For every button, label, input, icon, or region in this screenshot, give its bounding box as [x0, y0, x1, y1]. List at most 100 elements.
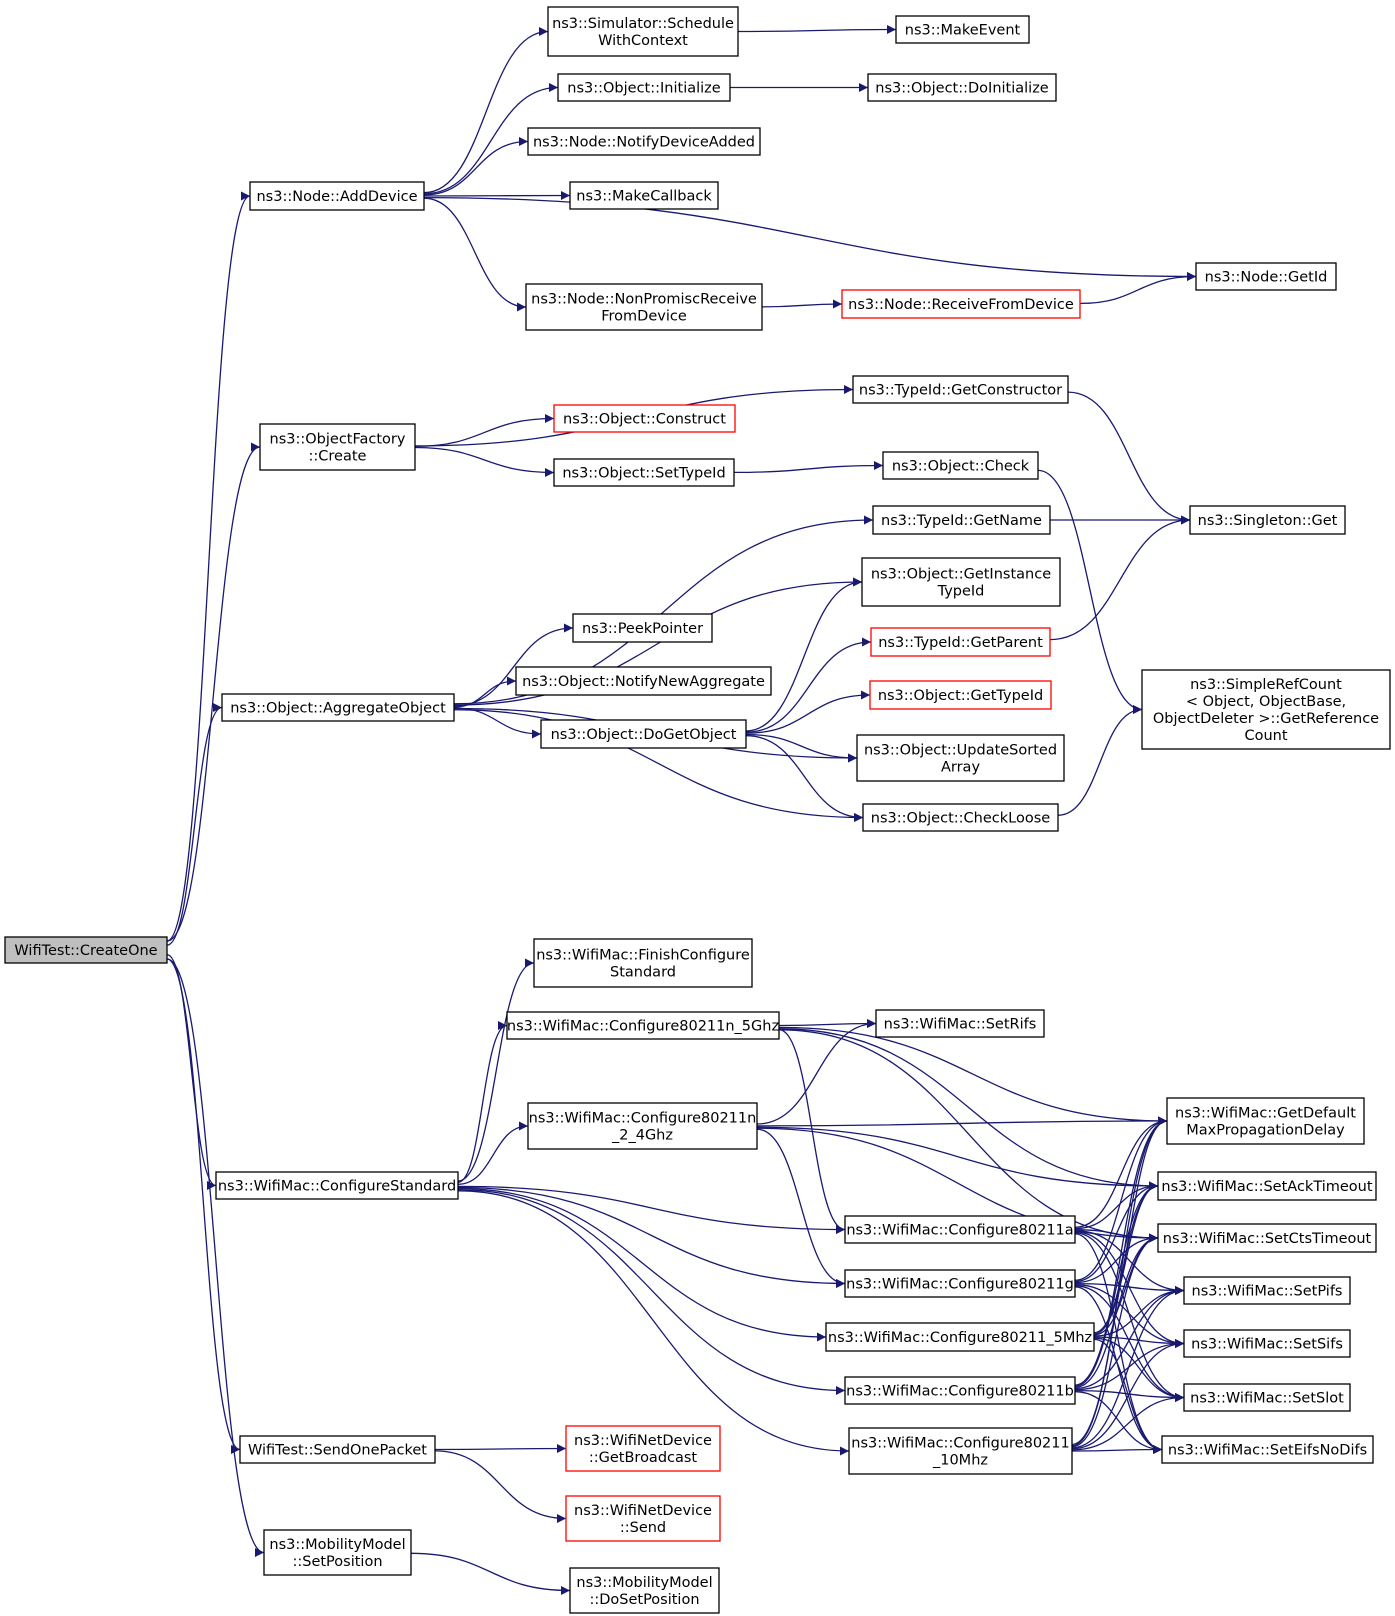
edge-cfgG-to-setSifs: [1074, 1284, 1185, 1348]
node-label-wndSend: ::Send: [620, 1520, 666, 1536]
node-label-objGetTypeId: ns3::Object::GetTypeId: [878, 688, 1043, 704]
node-notifyNewAgg[interactable]: ns3::Object::NotifyNewAggregate: [515, 666, 772, 696]
node-box-cfgStd: [215, 1171, 459, 1200]
node-getId[interactable]: ns3::Node::GetId: [1195, 262, 1337, 291]
node-aggObj[interactable]: ns3::Object::AggregateObject: [221, 693, 455, 722]
node-recvFromDev[interactable]: ns3::Node::ReceiveFromDevice: [841, 289, 1081, 319]
edge-cfg10M-to-setCts: [1071, 1233, 1159, 1448]
node-cfgA[interactable]: ns3::WifiMac::Configure80211a: [844, 1215, 1076, 1244]
node-label-getBcast: ::GetBroadcast: [589, 1450, 698, 1466]
node-notifyDev[interactable]: ns3::Node::NotifyDeviceAdded: [527, 127, 761, 156]
node-refCount[interactable]: ns3::SimpleRefCount< Object, ObjectBase,…: [1141, 669, 1391, 750]
node-makeCb[interactable]: ns3::MakeCallback: [569, 181, 719, 210]
node-makeEvent[interactable]: ns3::MakeEvent: [895, 15, 1030, 44]
node-box-setCts: [1157, 1223, 1377, 1253]
edge-cfgB-to-setEifs: [1074, 1391, 1163, 1454]
node-getBcast[interactable]: ns3::WifiNetDevice::GetBroadcast: [565, 1425, 721, 1472]
node-root[interactable]: WifiTest::CreateOne: [4, 936, 168, 964]
node-box-recvFromDev: [841, 289, 1081, 319]
edge-recvFromDev-to-getId: [1079, 272, 1197, 305]
node-setSifs[interactable]: ns3::WifiMac::SetSifs: [1183, 1329, 1351, 1358]
edge-aggObj-to-checkLoose: [453, 709, 864, 822]
node-peekPtr[interactable]: ns3::PeekPointer: [572, 613, 713, 643]
node-label-notifyDev: ns3::Node::NotifyDeviceAdded: [533, 134, 755, 150]
node-objGetTypeId[interactable]: ns3::Object::GetTypeId: [869, 680, 1052, 710]
node-objCheck[interactable]: ns3::Object::Check: [882, 451, 1039, 480]
node-objDoInit[interactable]: ns3::Object::DoInitialize: [867, 73, 1057, 102]
node-mmDoSetPos[interactable]: ns3::MobilityModel::DoSetPosition: [569, 1567, 720, 1614]
edge-cfgN5-to-setAck: [778, 1028, 1159, 1191]
node-box-objInit: [557, 73, 731, 102]
node-typeGetName[interactable]: ns3::TypeId::GetName: [872, 505, 1051, 535]
node-label-cfgN24: ns3::WifiMac::Configure80211n: [529, 1110, 757, 1126]
node-box-makeCb: [569, 181, 719, 210]
edge-root-to-aggObj: [166, 703, 223, 946]
node-cfg10M[interactable]: ns3::WifiMac::Configure80211_10Mhz: [848, 1427, 1073, 1475]
node-box-ofCreate: [259, 423, 416, 471]
node-getDefMaxProp[interactable]: ns3::WifiMac::GetDefaultMaxPropagationDe…: [1166, 1097, 1365, 1145]
node-singletonGet[interactable]: ns3::Singleton::Get: [1189, 505, 1346, 535]
node-cfgN5[interactable]: ns3::WifiMac::Configure80211n_5Ghz: [506, 1011, 780, 1040]
node-label-setPifs: ns3::WifiMac::SetPifs: [1192, 1283, 1343, 1299]
node-box-setPifs: [1183, 1276, 1351, 1305]
edge-cfgStd-to-cfg5M: [457, 1187, 827, 1342]
node-sendOne[interactable]: WifiTest::SendOnePacket: [239, 1435, 436, 1464]
node-checkLoose[interactable]: ns3::Object::CheckLoose: [862, 803, 1059, 832]
edge-sendOne-to-wndSend: [434, 1450, 567, 1523]
node-wndSend[interactable]: ns3::WifiNetDevice::Send: [565, 1495, 721, 1542]
node-getCtor[interactable]: ns3::TypeId::GetConstructor: [852, 375, 1069, 404]
node-label-setCts: ns3::WifiMac::SetCtsTimeout: [1163, 1231, 1372, 1247]
node-label-setSifs: ns3::WifiMac::SetSifs: [1191, 1336, 1343, 1352]
node-label-refCount: Count: [1244, 728, 1287, 744]
node-label-peekPtr: ns3::PeekPointer: [582, 621, 703, 637]
node-box-objCheck: [882, 451, 1039, 480]
edge-cfgG-to-setCts: [1074, 1233, 1159, 1284]
edge-doGetObj-to-getInstTypeId: [745, 577, 863, 732]
node-label-mmDoSetPos: ::DoSetPosition: [589, 1592, 699, 1608]
node-label-aggObj: ns3::Object::AggregateObject: [230, 700, 446, 716]
node-setSlot[interactable]: ns3::WifiMac::SetSlot: [1183, 1383, 1351, 1412]
node-box-refCount: [1141, 669, 1391, 750]
node-objConstruct[interactable]: ns3::Object::Construct: [553, 404, 736, 433]
node-ofCreate[interactable]: ns3::ObjectFactory::Create: [259, 423, 416, 471]
edge-cfgN24-to-getDefMaxProp: [756, 1116, 1168, 1127]
node-addDevice[interactable]: ns3::Node::AddDevice: [249, 181, 425, 211]
node-setCts[interactable]: ns3::WifiMac::SetCtsTimeout: [1157, 1223, 1377, 1253]
node-label-wndSend: ns3::WifiNetDevice: [574, 1503, 712, 1519]
node-doGetObj[interactable]: ns3::Object::DoGetObject: [540, 719, 747, 749]
node-cfg5M[interactable]: ns3::WifiMac::Configure80211_5Mhz: [825, 1322, 1095, 1352]
node-cfgStd[interactable]: ns3::WifiMac::ConfigureStandard: [215, 1171, 459, 1200]
node-setTypeId[interactable]: ns3::Object::SetTypeId: [553, 458, 735, 487]
node-label-cfgStd: ns3::WifiMac::ConfigureStandard: [218, 1178, 456, 1194]
edge-addDevice-to-nonPromisc: [423, 197, 527, 312]
node-label-ofCreate: ns3::ObjectFactory: [270, 431, 406, 447]
edge-cfgStd-to-cfgA: [457, 1185, 846, 1234]
node-box-setTypeId: [553, 458, 735, 487]
node-setRifs[interactable]: ns3::WifiMac::SetRifs: [875, 1009, 1045, 1038]
node-label-updSorted: Array: [941, 759, 980, 775]
edge-cfg10M-to-setAck: [1071, 1181, 1159, 1447]
node-cfgG[interactable]: ns3::WifiMac::Configure80211g: [844, 1269, 1076, 1298]
node-label-getBcast: ns3::WifiNetDevice: [574, 1433, 712, 1449]
edge-cfgA-to-setEifs: [1074, 1233, 1163, 1454]
node-cfgB[interactable]: ns3::WifiMac::Configure80211b: [844, 1376, 1076, 1405]
node-box-getBcast: [565, 1425, 721, 1472]
node-objInit[interactable]: ns3::Object::Initialize: [557, 73, 731, 102]
node-cfgN24[interactable]: ns3::WifiMac::Configure80211n_2_4Ghz: [527, 1102, 758, 1150]
node-label-sendOne: WifiTest::SendOnePacket: [248, 1442, 427, 1458]
node-mmSetPos[interactable]: ns3::MobilityModel::SetPosition: [263, 1529, 412, 1576]
edge-cfg10M-to-setPifs: [1071, 1286, 1185, 1449]
node-box-typeGetName: [872, 505, 1051, 535]
node-box-objConstruct: [553, 404, 736, 433]
node-label-getInstTypeId: TypeId: [937, 583, 985, 599]
node-typeGetParent[interactable]: ns3::TypeId::GetParent: [870, 627, 1051, 657]
node-setPifs[interactable]: ns3::WifiMac::SetPifs: [1183, 1276, 1351, 1305]
node-setEifs[interactable]: ns3::WifiMac::SetEifsNoDifs: [1161, 1435, 1374, 1464]
node-setAck[interactable]: ns3::WifiMac::SetAckTimeout: [1157, 1171, 1377, 1201]
edge-ofCreate-to-setTypeId: [414, 446, 555, 477]
